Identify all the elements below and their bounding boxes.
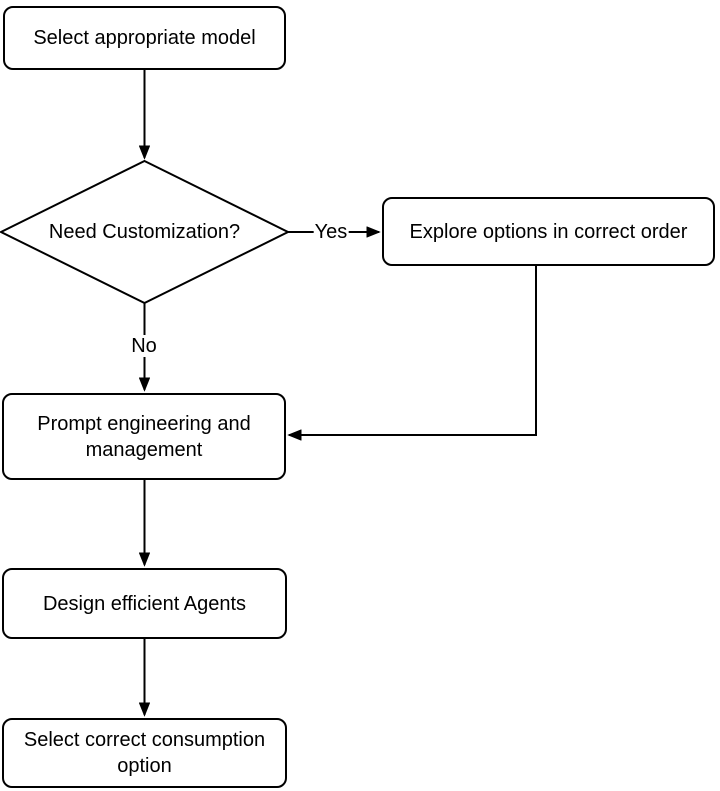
node-select-consumption-option-label: Select correct consumption option [23, 729, 266, 777]
node-design-agents: Design efficient Agents [2, 568, 287, 639]
node-design-agents-label: Design efficient Agents [42, 592, 247, 615]
node-prompt-engineering-label: Prompt engineering and management [37, 412, 251, 461]
decision-need-customization-label: Need Customization? [48, 221, 241, 243]
edge-label-yes: Yes [313, 221, 349, 243]
node-prompt-engineering: Prompt engineering and management [2, 393, 286, 480]
connector-explore-to-prompt [289, 266, 537, 435]
node-select-appropriate-model: Select appropriate model [3, 6, 286, 70]
node-select-consumption-option: Select correct consumption option [2, 718, 287, 788]
node-explore-options-label: Explore options in correct order [409, 220, 688, 243]
edge-label-no: No [130, 335, 158, 357]
node-explore-options: Explore options in correct order [382, 197, 715, 266]
node-select-appropriate-model-label: Select appropriate model [33, 27, 256, 49]
